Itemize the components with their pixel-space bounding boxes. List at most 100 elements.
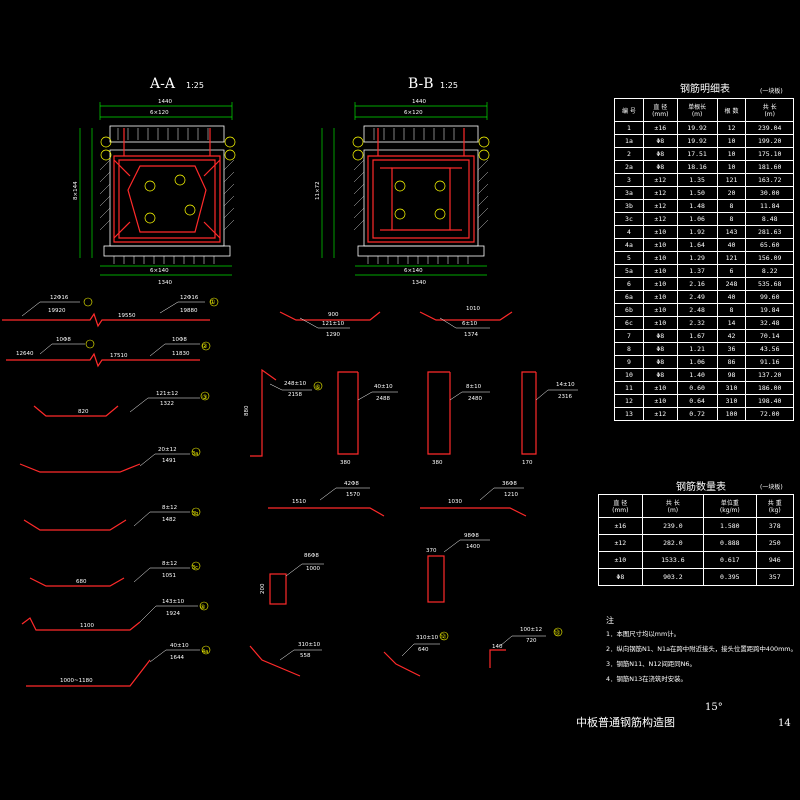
- bar-3-len: 1322: [160, 401, 174, 407]
- table-cell: 1.06: [676, 212, 718, 226]
- sheet-number: 14: [778, 718, 791, 729]
- bar-5a-len: 1374: [464, 332, 478, 338]
- table-cell: ±10: [642, 316, 678, 330]
- bar-4a-detail: [26, 645, 211, 687]
- table-cell: 1a: [614, 134, 644, 148]
- table-cell: 239.0: [641, 517, 705, 535]
- table-cell: 1.29: [676, 251, 718, 265]
- table-cell: 1.67: [676, 329, 718, 343]
- bar-6-label: 248±10: [284, 381, 307, 387]
- bar-12-no: ⑫: [440, 633, 446, 641]
- section-b-dim-bottom-mid: 6×140: [404, 268, 423, 274]
- table-cell: 1.35: [676, 173, 718, 187]
- bar-1-no: ①: [210, 299, 215, 306]
- detail-header-cell: 直 径 (mm): [642, 98, 678, 122]
- table-cell: 1.06: [676, 355, 718, 369]
- bar-2-detail: [6, 339, 211, 368]
- table-cell: 98: [716, 368, 747, 382]
- section-a-dim-bottom-mid: 6×140: [150, 268, 169, 274]
- detail-header-cell: 根 数: [716, 98, 747, 122]
- bar-5-dim: 900: [328, 312, 339, 318]
- bar-6-detail: [250, 368, 323, 457]
- table-cell: 378: [755, 517, 794, 535]
- table-cell: 8: [614, 342, 644, 356]
- bar-4-detail: [21, 601, 209, 631]
- bar-4-len: 1924: [166, 611, 180, 617]
- bar-5-detail: [279, 311, 381, 329]
- bar-11-label: 310±10: [298, 642, 321, 648]
- table-cell: 91.16: [745, 355, 794, 369]
- bar-3b-no: 3b: [192, 511, 198, 517]
- bar-8-len: 1210: [504, 492, 518, 498]
- table-cell: 137.20: [745, 368, 794, 382]
- table-cell: 8: [716, 212, 747, 226]
- bar-4-dim: 1100: [80, 623, 94, 629]
- table-cell: 40: [716, 238, 747, 252]
- table-cell: 1.48: [676, 199, 718, 213]
- table-cell: 19.92: [676, 134, 718, 148]
- bar-1-label: 12Φ16: [50, 295, 69, 301]
- table-cell: 0.64: [676, 394, 718, 408]
- table-cell: 6a: [614, 290, 644, 304]
- table-cell: ±12: [642, 173, 678, 187]
- bar-6c-label: 14±10: [556, 382, 575, 388]
- table-cell: 6: [716, 264, 747, 278]
- detail-header-cell: 单根长 (m): [676, 98, 718, 122]
- table-cell: 1.580: [703, 517, 757, 535]
- section-a-dim-top-mid: 6×120: [150, 110, 169, 116]
- bar-3c-label: 8±12: [162, 561, 177, 567]
- bar-12-label: 310±10: [416, 635, 439, 641]
- section-b-dim-bottom: 1340: [412, 280, 426, 286]
- bar-6a-label: 40±10: [374, 384, 393, 390]
- bar-13-len: 720: [526, 638, 537, 644]
- bar-4a-dim: 1000~1180: [60, 678, 93, 684]
- bar-3b-label: 8±12: [162, 505, 177, 511]
- table-cell: 1.37: [676, 264, 718, 278]
- section-a-drawing: [79, 102, 236, 276]
- table-cell: 1: [614, 121, 644, 135]
- bar-2-label-right: 10Φ8: [172, 337, 187, 343]
- table-cell: 8: [716, 303, 747, 317]
- table-cell: 70.14: [745, 329, 794, 343]
- note-item: 3．钢筋N11、N12间距同N6。: [606, 660, 696, 668]
- table-cell: 310: [716, 381, 747, 395]
- bar-2-label: 10Φ8: [56, 337, 71, 343]
- bar-13-detail: [489, 627, 563, 668]
- table-cell: Φ8: [642, 368, 678, 382]
- table-cell: 40: [716, 290, 747, 304]
- table-cell: 9: [614, 355, 644, 369]
- bar-6a-detail: [337, 371, 398, 455]
- bar-1-label-right: 12Φ16: [180, 295, 199, 301]
- table-cell: 2.49: [676, 290, 718, 304]
- section-b-dim-top: 1440: [412, 99, 426, 105]
- bar-6b-len: 2480: [468, 396, 482, 402]
- bar-4-no: ④: [200, 604, 205, 611]
- rebar-qty-table-unit: (一块板): [760, 484, 783, 491]
- bar-9-dim: 200: [260, 583, 266, 594]
- table-cell: ±10: [598, 551, 643, 569]
- bar-6b-label: 8±10: [466, 384, 482, 390]
- bar-8-detail: [420, 487, 527, 517]
- detail-header-row: 编 号直 径 (mm)单根长 (m)根 数共 长 (m): [614, 98, 794, 122]
- bar-7-label: 42Φ8: [344, 481, 359, 487]
- table-cell: 535.68: [745, 277, 794, 291]
- bar-10-dim: 370: [426, 548, 437, 554]
- table-cell: ±10: [642, 290, 678, 304]
- bar-8-dim: 1030: [448, 499, 462, 505]
- table-cell: ±16: [598, 517, 643, 535]
- table-cell: Φ8: [642, 355, 678, 369]
